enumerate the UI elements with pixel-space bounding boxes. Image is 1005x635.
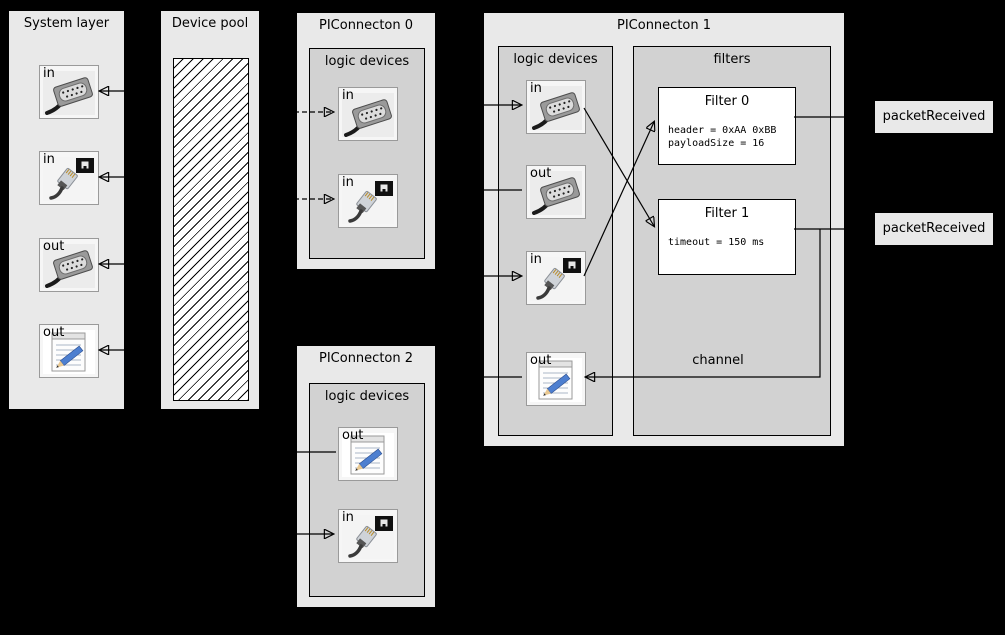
piconnecton2-logic-devices-box: logic devices out in bbox=[309, 383, 425, 597]
system-layer-box: System layer in in out out bbox=[8, 10, 125, 410]
filter-1-title: Filter 1 bbox=[704, 206, 750, 221]
filter-0-params: header = 0xAA 0xBB payloadSize = 16 bbox=[668, 124, 776, 150]
filters-title: filters bbox=[713, 52, 751, 67]
device-label: in bbox=[43, 152, 55, 167]
device-label: out bbox=[43, 239, 65, 254]
device-label: in bbox=[342, 175, 354, 190]
device-label: out bbox=[43, 325, 65, 340]
device-pic1-out-notepad: out bbox=[526, 352, 586, 406]
device-pool-hatch bbox=[173, 58, 249, 401]
device-label: in bbox=[43, 66, 55, 81]
device-label: out bbox=[530, 166, 552, 181]
piconnecton0-title: PIConnecton 0 bbox=[318, 18, 414, 33]
filter-1-params: timeout = 150 ms bbox=[668, 236, 764, 249]
packet-received-1: packetReceived bbox=[874, 212, 994, 246]
device-pic2-out-notepad: out bbox=[338, 427, 398, 481]
filter-1-box: Filter 1 timeout = 150 ms bbox=[658, 199, 796, 275]
device-pic0-in-ethernet: in bbox=[338, 174, 398, 228]
piconnecton2-box: PIConnecton 2 logic devices out in bbox=[296, 345, 436, 608]
device-label: out bbox=[342, 428, 364, 443]
filter-0-title: Filter 0 bbox=[704, 94, 750, 109]
filter-param: header = 0xAA 0xBB bbox=[668, 125, 777, 136]
piconnecton1-title: PIConnecton 1 bbox=[616, 18, 712, 33]
piconnecton0-logic-devices-box: logic devices in in bbox=[309, 48, 425, 259]
device-label: out bbox=[530, 353, 552, 368]
device-pic0-in-serial: in bbox=[338, 87, 398, 141]
logic-devices-title: logic devices bbox=[324, 54, 410, 69]
filter-0-box: Filter 0 header = 0xAA 0xBB payloadSize … bbox=[658, 87, 796, 165]
device-pool-box: Device pool bbox=[160, 10, 260, 410]
logic-devices-title: logic devices bbox=[324, 389, 410, 404]
filter-param: timeout = 150 ms bbox=[668, 237, 765, 248]
logic-devices-title: logic devices bbox=[513, 52, 598, 67]
device-label: in bbox=[342, 510, 354, 525]
filter-param: payloadSize = 16 bbox=[668, 138, 765, 149]
system-layer-title: System layer bbox=[23, 16, 110, 31]
device-label: in bbox=[342, 88, 354, 103]
piconnecton0-box: PIConnecton 0 logic devices in in bbox=[296, 12, 436, 270]
packet-received-0: packetReceived bbox=[874, 100, 994, 134]
piconnecton1-box: PIConnecton 1 logic devices in out in ou… bbox=[483, 12, 845, 447]
device-label: in bbox=[530, 252, 542, 267]
device-system-in-ethernet: in bbox=[39, 151, 99, 205]
device-pic1-in-ethernet: in bbox=[526, 251, 586, 305]
device-label: in bbox=[530, 81, 542, 96]
piconnecton2-title: PIConnecton 2 bbox=[318, 351, 414, 366]
piconnecton1-filters-box: filters Filter 0 header = 0xAA 0xBB payl… bbox=[633, 46, 831, 436]
device-pic2-in-ethernet: in bbox=[338, 509, 398, 563]
channel-label: channel bbox=[692, 353, 744, 368]
device-system-out-notepad: out bbox=[39, 324, 99, 378]
device-pool-title: Device pool bbox=[171, 16, 249, 31]
device-system-out-serial: out bbox=[39, 238, 99, 292]
device-pic1-in-serial: in bbox=[526, 80, 586, 134]
device-pic1-out-serial: out bbox=[526, 165, 586, 219]
piconnecton1-logic-devices-box: logic devices in out in out bbox=[498, 46, 613, 436]
device-system-in-serial: in bbox=[39, 65, 99, 119]
